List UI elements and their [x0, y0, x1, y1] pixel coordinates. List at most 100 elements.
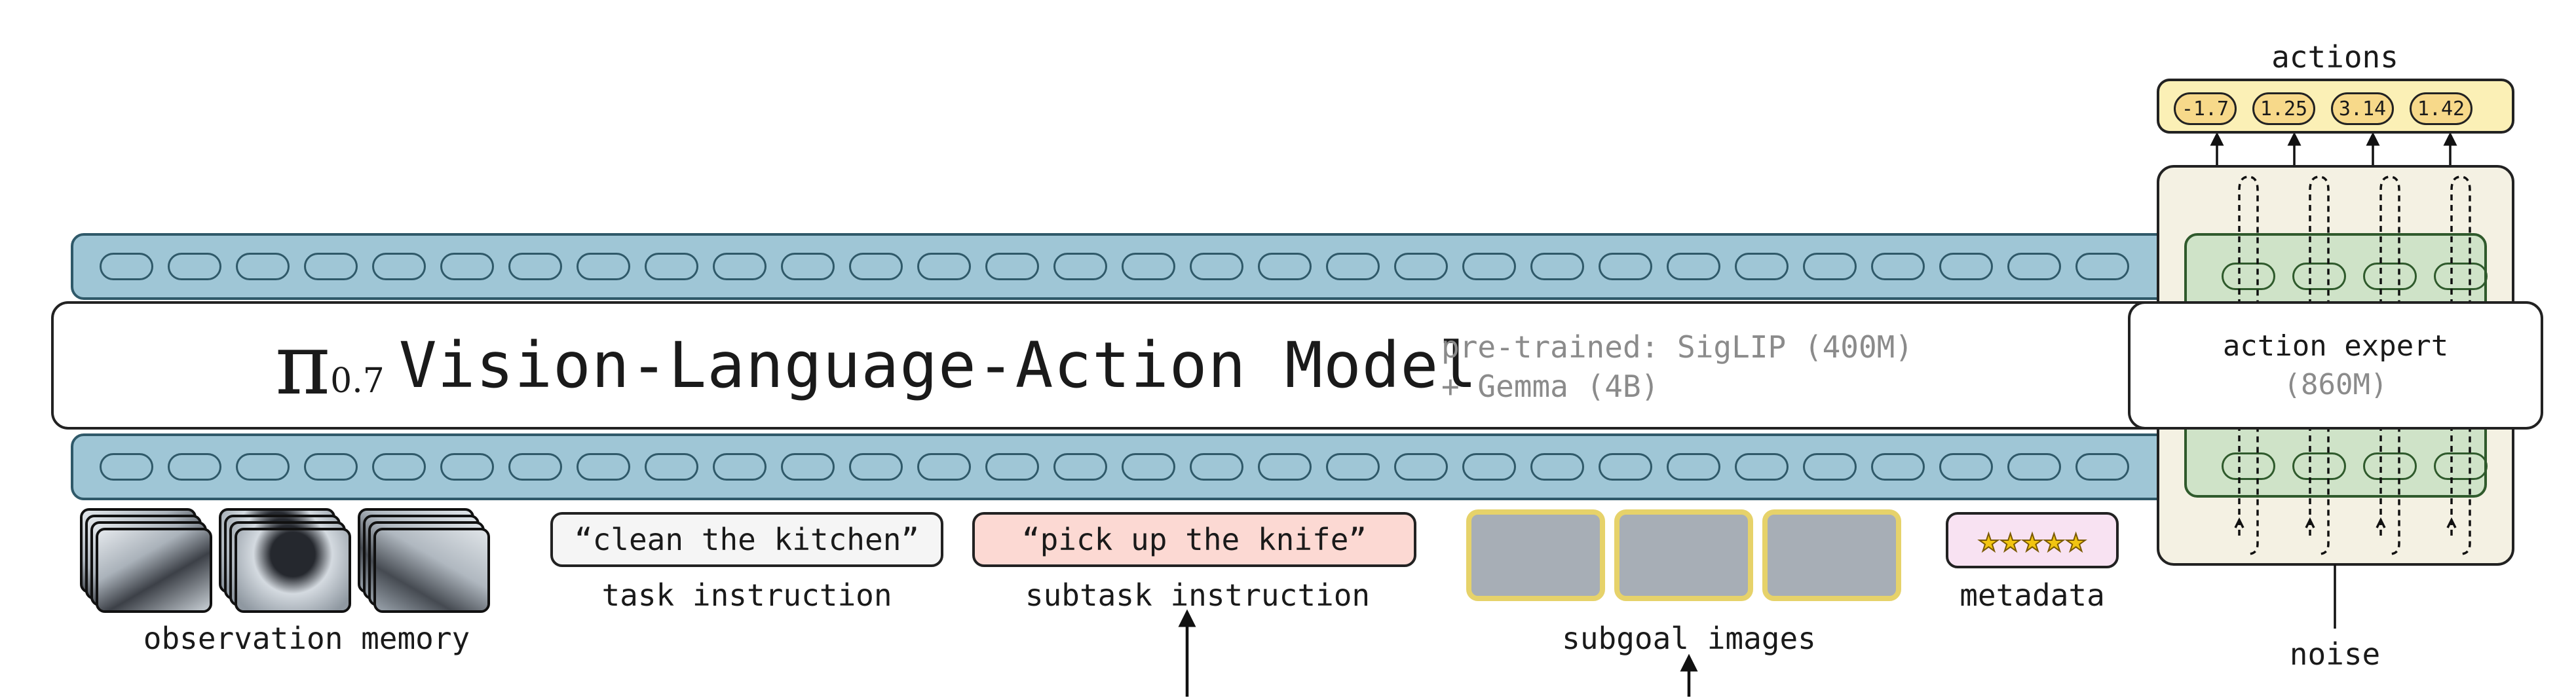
observation-memory-label: observation memory: [143, 621, 470, 656]
pretrained-line-1: pre-trained: SigLIP (400M): [1441, 329, 1914, 365]
observation-frame: [373, 528, 490, 613]
vla-token: [1667, 453, 1720, 481]
vla-token: [1599, 253, 1652, 280]
token-row-top: [100, 236, 2129, 297]
metadata-box: ★★★★★: [1946, 512, 2119, 568]
vla-token: [1122, 253, 1175, 280]
action-expert-token: [2434, 452, 2488, 480]
denoise-loop-3: [2379, 175, 2400, 555]
vla-token: [1053, 253, 1107, 280]
vla-token: [985, 253, 1039, 280]
vla-token: [1871, 253, 1925, 280]
subtask-instruction-label: subtask instruction: [1025, 578, 1371, 613]
vla-token: [168, 453, 221, 481]
denoise-loop-head-1: [2234, 517, 2245, 528]
pretrained-info: pre-trained: SigLIP (400M) + Gemma (4B): [1441, 327, 1913, 406]
subgoal-image-3: [1762, 509, 1901, 601]
vla-token: [2075, 453, 2129, 481]
vla-model-box: [51, 301, 2191, 430]
star-icon: ★: [1978, 521, 1999, 560]
vla-token: [1190, 253, 1243, 280]
vla-token: [1803, 253, 1857, 280]
action-expert-box: action expert (860M): [2128, 301, 2543, 430]
vla-token: [2075, 253, 2129, 280]
vla-token: [577, 253, 630, 280]
vla-token: [1258, 253, 1312, 280]
vla-token: [1735, 253, 1789, 280]
vla-token: [2007, 253, 2061, 280]
subgoal-images-label: subgoal images: [1562, 621, 1816, 656]
vla-token: [236, 253, 290, 280]
vla-token: [508, 253, 562, 280]
pi-subscript: 0.7: [330, 361, 385, 401]
vla-token: [1871, 453, 1925, 481]
vla-token: [440, 253, 494, 280]
denoise-loop-head-2: [2305, 517, 2315, 528]
token-bar-top: [71, 233, 2182, 300]
vla-token: [372, 453, 426, 481]
action-value-4: 1.42: [2410, 92, 2472, 125]
action-expert-token: [2292, 263, 2346, 290]
vla-token: [1258, 453, 1312, 481]
vla-token: [440, 453, 494, 481]
vla-token: [713, 453, 767, 481]
denoise-loop-head-4: [2446, 517, 2457, 528]
action-value-2: 1.25: [2252, 92, 2315, 125]
vla-token: [100, 253, 153, 280]
vla-token: [100, 453, 153, 481]
action-expert-token: [2222, 263, 2275, 290]
observation-frame: [96, 528, 212, 613]
vla-token: [2007, 453, 2061, 481]
vla-token: [1530, 453, 1584, 481]
star-icon: ★: [2043, 521, 2065, 560]
vla-token: [1735, 453, 1789, 481]
pi-symbol: π: [275, 316, 331, 414]
vla-token: [1939, 253, 1993, 280]
model-name: Vision-Language-Action Model: [398, 329, 1478, 402]
vla-token: [304, 453, 358, 481]
pretrained-line-2: + Gemma (4B): [1441, 369, 1659, 404]
vla-token: [1053, 453, 1107, 481]
action-expert-params: (860M): [2283, 368, 2388, 401]
vla-token: [304, 253, 358, 280]
denoise-loop-head-3: [2376, 517, 2386, 528]
vla-token: [1394, 253, 1448, 280]
vla-token: [781, 453, 835, 481]
vla-token: [917, 453, 971, 481]
vla-token: [781, 253, 835, 280]
action-expert-token: [2222, 452, 2275, 480]
vla-token: [1190, 453, 1243, 481]
subgoal-image-2: [1614, 509, 1753, 601]
denoise-loop-2: [2309, 175, 2330, 555]
vla-token: [1599, 453, 1652, 481]
vla-token: [372, 253, 426, 280]
vla-token: [713, 253, 767, 280]
vla-token: [1803, 453, 1857, 481]
actions-box: -1.7 1.25 3.14 1.42: [2157, 79, 2514, 134]
vla-token: [1326, 453, 1380, 481]
task-instruction-label: task instruction: [601, 578, 892, 613]
vla-token: [849, 253, 903, 280]
star-icon: ★: [2021, 521, 2043, 560]
vla-token: [645, 253, 698, 280]
star-icon: ★: [1999, 521, 2021, 560]
action-expert-token: [2363, 452, 2417, 480]
noise-label: noise: [2289, 636, 2381, 672]
vla-token: [1394, 453, 1448, 481]
metadata-label: metadata: [1960, 578, 2105, 613]
denoise-loop-4: [2450, 175, 2471, 555]
vla-token: [236, 453, 290, 481]
vla-token: [645, 453, 698, 481]
vla-token: [849, 453, 903, 481]
denoise-loop-1: [2238, 175, 2259, 555]
model-title: π 0.7 Vision-Language-Action Model: [275, 320, 1477, 411]
token-row-bottom: [100, 436, 2129, 498]
vla-token: [1326, 253, 1380, 280]
vla-token: [1462, 253, 1516, 280]
action-expert-token: [2292, 452, 2346, 480]
vla-token: [985, 453, 1039, 481]
vla-token: [1530, 253, 1584, 280]
subgoal-image-1: [1466, 509, 1605, 601]
action-output-arrows: [2210, 132, 2457, 165]
